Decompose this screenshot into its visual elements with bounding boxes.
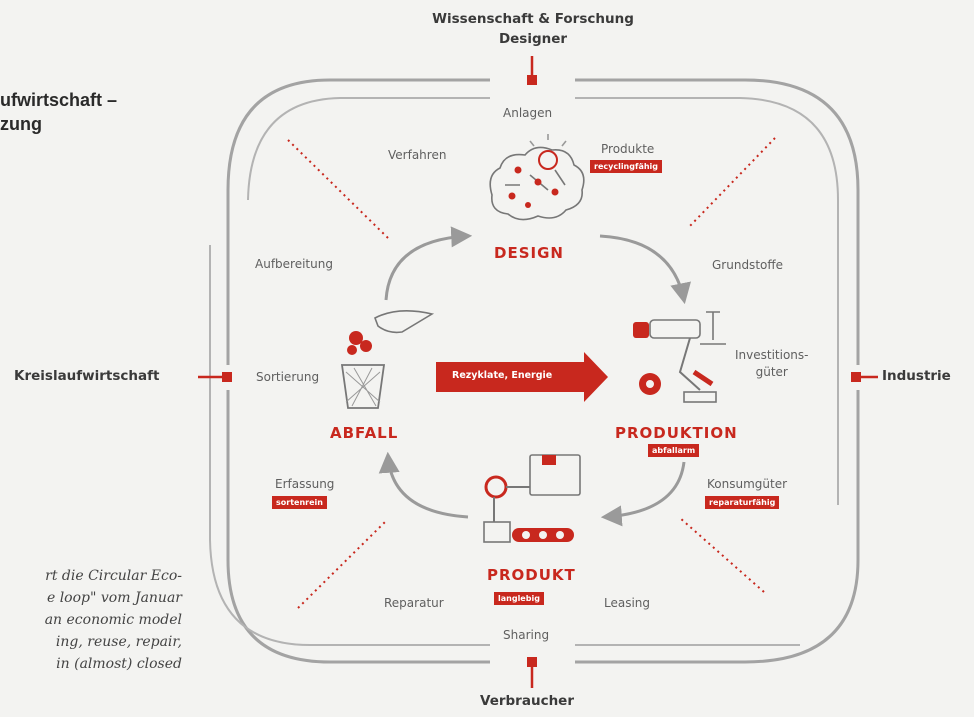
node-produkt: PRODUKT bbox=[487, 566, 576, 584]
dotted-diagonals bbox=[287, 137, 776, 609]
recyclate-arrow-label: Rezyklate, Energie bbox=[452, 370, 553, 381]
product-machine-icon bbox=[483, 454, 581, 543]
caption-line: e loop" vom Januar bbox=[46, 590, 182, 606]
article-heading: ufwirtschaft – zung bbox=[0, 88, 117, 136]
caption-line: rt die Circular Eco- bbox=[45, 568, 182, 584]
stakeholder-science: Wissenschaft & Forschung bbox=[432, 11, 634, 27]
inner-bracket-top bbox=[247, 97, 490, 201]
tag-reparaturfaehig: reparaturfähig bbox=[705, 496, 780, 509]
tag-langlebig: langlebig bbox=[494, 592, 544, 605]
stakeholder-consumer: Verbraucher bbox=[480, 693, 574, 709]
design-nodes bbox=[508, 166, 559, 208]
label-aufbereitung: Aufbereitung bbox=[255, 257, 333, 271]
recyclate-arrow bbox=[436, 352, 608, 402]
design-brain-icon bbox=[489, 134, 585, 221]
label-erfassung: Erfassung bbox=[275, 477, 335, 491]
tag-sortenrein: sortenrein bbox=[272, 496, 327, 509]
label-investitionsgueter: Investitions- güter bbox=[735, 347, 809, 381]
stakeholder-industry: Industrie bbox=[882, 368, 951, 384]
node-produktion: PRODUKTION bbox=[615, 424, 738, 442]
label-grundstoffe: Grundstoffe bbox=[712, 258, 784, 272]
label-sortierung: Sortierung bbox=[256, 370, 320, 384]
label-reparatur: Reparatur bbox=[384, 596, 444, 610]
figure-caption: rt die Circular Eco- e loop" vom Januar … bbox=[0, 565, 182, 675]
tag-abfallarm: abfallarm bbox=[648, 444, 700, 457]
stakeholder-circular-economy: Kreislaufwirtschaft bbox=[14, 368, 160, 384]
arrow-produkt-to-abfall bbox=[378, 451, 469, 519]
label-investitionsgueter-line2: güter bbox=[755, 365, 788, 379]
inner-bracket-right bbox=[575, 97, 839, 505]
top-connector-square bbox=[527, 75, 537, 85]
arrow-abfall-to-design bbox=[384, 226, 473, 301]
robot-arm-icon bbox=[633, 311, 726, 403]
label-verfahren: Verfahren bbox=[388, 148, 447, 162]
right-connector-square bbox=[851, 372, 861, 382]
caption-line: ing, reuse, repair, bbox=[55, 634, 182, 650]
label-produkte: Produkte bbox=[601, 142, 655, 156]
heading-line-2: zung bbox=[0, 114, 42, 134]
waste-bin-icon bbox=[340, 310, 435, 409]
heading-line-1: ufwirtschaft – bbox=[0, 90, 118, 110]
label-konsumgueter: Konsumgüter bbox=[707, 477, 788, 491]
arrow-design-to-produktion bbox=[599, 234, 691, 305]
outer-ring bbox=[226, 78, 860, 664]
caption-line: in (almost) closed bbox=[56, 656, 182, 672]
label-leasing: Leasing bbox=[604, 596, 651, 610]
label-investitionsgueter-line1: Investitions- bbox=[735, 348, 809, 362]
tag-recyclingfaehig: recyclingfähig bbox=[590, 160, 663, 173]
label-sharing: Sharing bbox=[503, 628, 550, 642]
stakeholder-designer: Designer bbox=[498, 31, 568, 47]
node-abfall: ABFALL bbox=[330, 424, 399, 442]
inner-bracket-left bbox=[209, 245, 490, 646]
stakeholder-top: Wissenschaft & Forschung Designer bbox=[418, 9, 648, 49]
arrow-produktion-to-produkt bbox=[600, 461, 686, 527]
caption-line: an economic model bbox=[44, 612, 182, 628]
left-connector-square bbox=[222, 372, 232, 382]
label-anlagen: Anlagen bbox=[503, 106, 553, 120]
bottom-connector-square bbox=[527, 657, 537, 667]
node-design: DESIGN bbox=[494, 244, 564, 262]
